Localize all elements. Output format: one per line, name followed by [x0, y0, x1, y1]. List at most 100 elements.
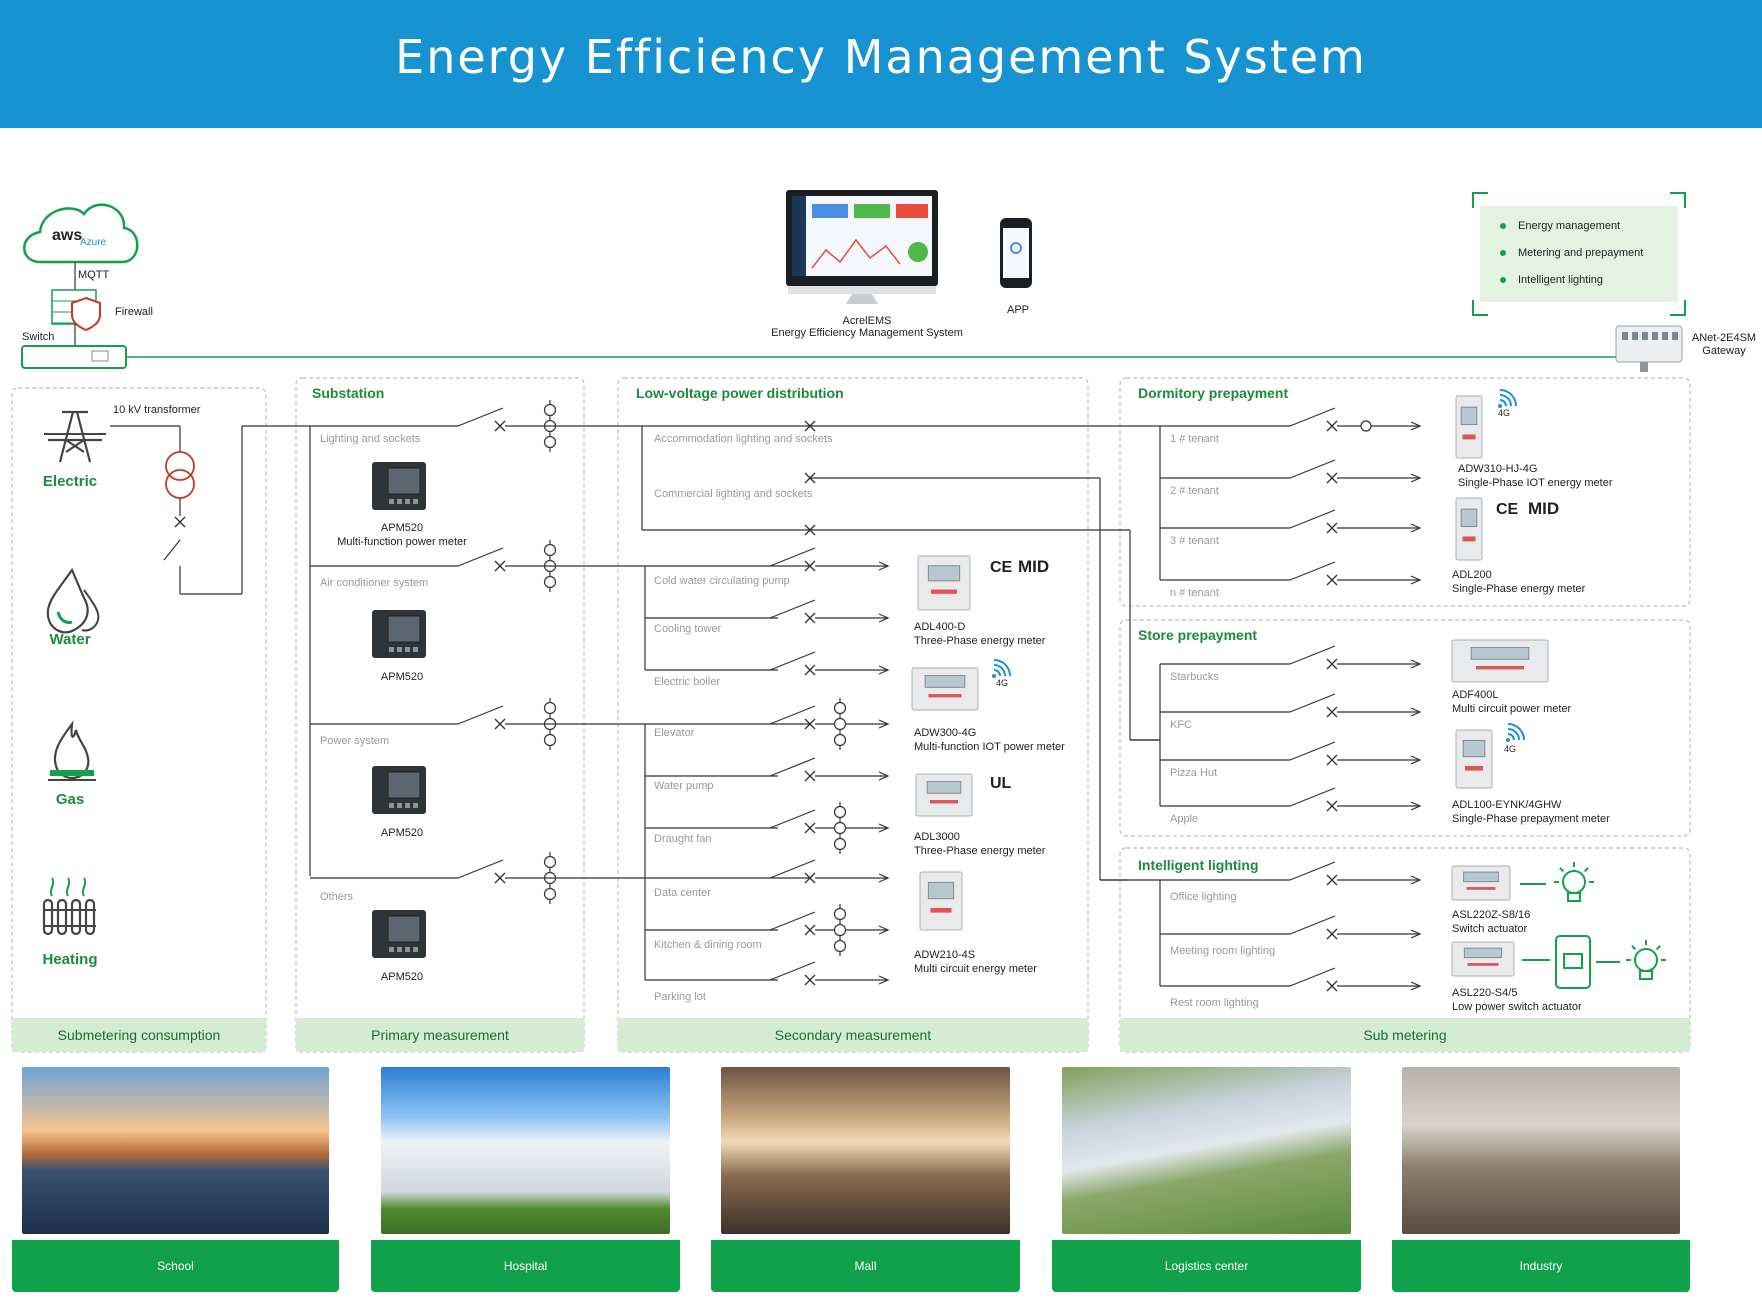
- scenario-label: Hospital: [371, 1240, 680, 1292]
- circuit-label: Accommodation lighting and sockets: [654, 433, 833, 445]
- switch-blade: [457, 547, 504, 567]
- store-label: KFC: [1170, 719, 1192, 731]
- switch-blade: [769, 809, 816, 829]
- scenario-card-industry[interactable]: Industry: [1392, 1060, 1690, 1292]
- feeder-arrow: [1337, 473, 1422, 483]
- hospital-photo: [381, 1067, 670, 1234]
- circuit-label: Parking lot: [654, 991, 706, 1003]
- adl200-meter: [1455, 497, 1483, 561]
- feeder-arrow: [1337, 755, 1422, 765]
- legend-item: Intelligent lighting: [1500, 274, 1603, 286]
- feeder-arrow: [815, 771, 890, 781]
- feeder-arrow: [1337, 421, 1422, 431]
- device-model: ADW300-4G: [914, 727, 976, 739]
- dormitory-panel: [1119, 377, 1691, 607]
- breaker-cross-icon: [804, 974, 816, 986]
- breaker-cross-icon: [1326, 522, 1338, 534]
- radiator-icon: [42, 877, 96, 936]
- legend-item: Energy management: [1500, 220, 1620, 232]
- device-desc: Multi circuit power meter: [1452, 703, 1572, 715]
- adw310-meter: [1455, 395, 1483, 459]
- lighting-panel: [1119, 847, 1691, 1053]
- cloud-icon: [23, 203, 139, 264]
- ce-mark: CE: [990, 559, 1013, 576]
- breaker-cross-icon: [174, 516, 186, 528]
- feeder-arrow: [815, 665, 890, 675]
- switch-blade: [769, 757, 816, 777]
- footer-secondary-bar: [618, 1018, 1088, 1052]
- meter-model: APM520: [381, 971, 423, 983]
- store-label: Pizza Hut: [1170, 767, 1217, 779]
- substation-group-label: Others: [320, 891, 354, 903]
- tenant-label: 3 # tenant: [1170, 535, 1219, 547]
- substation-group-label: Power system: [320, 735, 389, 747]
- lowvoltage-title: Low-voltage power distribution: [636, 385, 844, 401]
- lighting-area-label: Office lighting: [1170, 891, 1236, 903]
- device-model: ASL220Z-S8/16: [1452, 909, 1530, 921]
- adl100-meter: [1455, 729, 1493, 789]
- breaker-cross-icon: [804, 872, 816, 884]
- ems-desc: Energy Efficiency Management System: [771, 327, 963, 339]
- breaker-cross-icon: [1326, 472, 1338, 484]
- breaker-cross-icon: [804, 924, 816, 936]
- app-label: APP: [1007, 304, 1029, 316]
- store-label: Starbucks: [1170, 671, 1219, 683]
- light-bulb-icon: [1626, 940, 1666, 980]
- footer-submetering: Submetering consumption: [58, 1027, 221, 1043]
- adw300-4g-meter: [911, 667, 979, 711]
- transformer-label: 10 kV transformer: [113, 404, 201, 416]
- energy-source-label: Gas: [56, 791, 84, 808]
- cert-4g: 4G: [1498, 408, 1510, 418]
- footer-sub-metering: Sub metering: [1363, 1027, 1446, 1043]
- device-model: ASL220-S4/5: [1452, 987, 1517, 999]
- page-title: Energy Efficiency Management System: [395, 30, 1367, 84]
- switch-blade: [769, 961, 816, 981]
- scenario-label: Mall: [711, 1240, 1020, 1292]
- gateway-name: ANet-2E4SM: [1692, 332, 1756, 344]
- scenario-card-school[interactable]: School: [12, 1060, 339, 1292]
- cert-4g: 4G: [996, 678, 1008, 688]
- scenario-card-hospital[interactable]: Hospital: [371, 1060, 680, 1292]
- feeder-arrow: [1337, 707, 1422, 717]
- bullet-icon: [1500, 277, 1506, 284]
- switch-blade: [1289, 967, 1336, 987]
- ce-mark: CE: [1496, 501, 1519, 518]
- current-transformer-icon: [833, 802, 847, 854]
- breaker-cross-icon: [1326, 928, 1338, 940]
- legend-bracket-bl: [1472, 300, 1488, 316]
- logistics-photo: [1062, 1067, 1351, 1234]
- feeder-arrow: [1337, 801, 1422, 811]
- lighting-title: Intelligent lighting: [1138, 857, 1259, 873]
- feeder-arrow: [1337, 929, 1422, 939]
- device-desc: Low power switch actuator: [1452, 1001, 1582, 1013]
- light-bulb-icon: [1554, 862, 1594, 902]
- device-model: ADW310-HJ-4G: [1458, 463, 1537, 475]
- feeder-arrow: [815, 719, 890, 729]
- breaker-cross-icon: [804, 770, 816, 782]
- footer-primary-bar: [296, 1018, 584, 1052]
- cert-mark: UL: [990, 775, 1012, 792]
- breaker-cross-icon: [804, 664, 816, 676]
- breaker-cross-icon: [1326, 706, 1338, 718]
- switch-blade: [769, 859, 816, 879]
- energy-source-label: Heating: [42, 951, 97, 968]
- device-model: ADL400-D: [914, 621, 965, 633]
- device-desc: Single-Phase prepayment meter: [1452, 813, 1610, 825]
- device-model: ADF400L: [1452, 689, 1498, 701]
- switch-blade: [457, 859, 504, 879]
- legend-panel: Energy management Metering and prepaymen…: [1480, 206, 1678, 302]
- header-banner: Energy Efficiency Management System: [0, 0, 1762, 128]
- switch-blade: [1289, 693, 1336, 713]
- scenario-card-mall[interactable]: Mall: [711, 1060, 1020, 1292]
- device-model: ADL200: [1452, 569, 1492, 581]
- scenario-card-logistics[interactable]: Logistics center: [1052, 1060, 1361, 1292]
- apm520-meter-1: [372, 610, 426, 658]
- current-transformer-icon: [833, 904, 847, 956]
- switch-blade: [163, 539, 181, 561]
- feeder-arrow: [815, 613, 890, 623]
- substation-title: Substation: [312, 385, 384, 401]
- circuit-label: Cooling tower: [654, 623, 722, 635]
- transformer-icon: [165, 451, 195, 499]
- feeder-arrow: [1337, 981, 1422, 991]
- sources-panel: [11, 387, 267, 1053]
